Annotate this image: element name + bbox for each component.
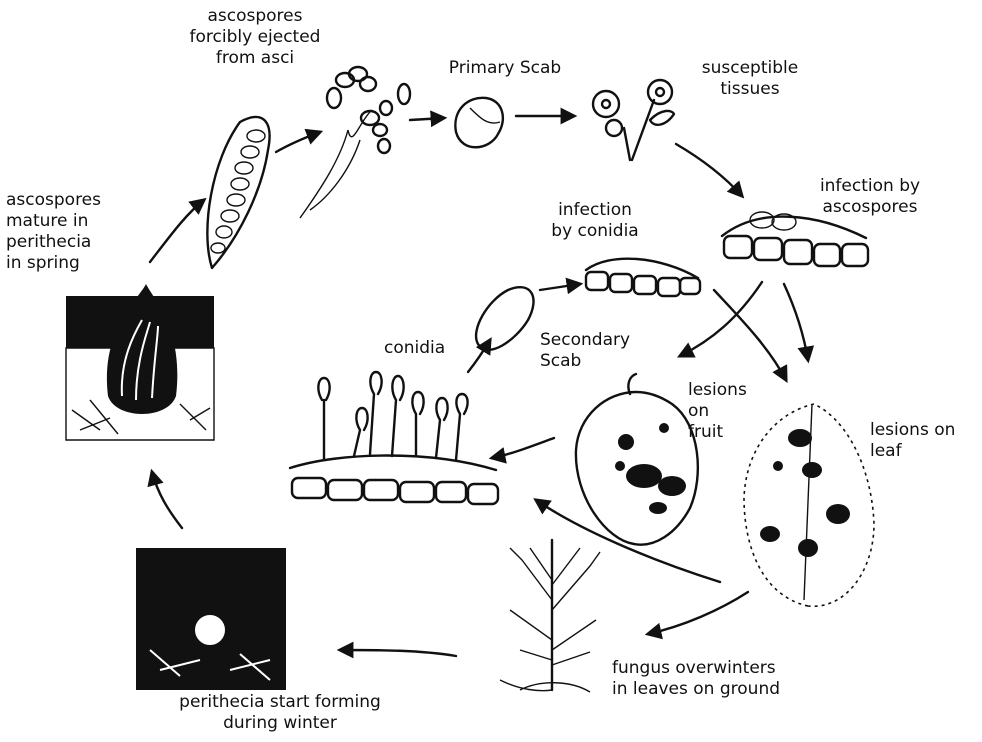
leaf-lesions-illustration (744, 404, 874, 606)
label-perithecia-forming: perithecia start forming during winter (130, 692, 430, 734)
arrow-conidia-infection-to-leaf (714, 290, 786, 380)
label-infection-conidia: infection by conidia (540, 200, 650, 242)
label-susceptible-tissues: susceptible tissues (690, 58, 810, 100)
arrow-ground-to-forming (340, 650, 456, 656)
perithecium-spring-illustration (66, 284, 214, 440)
label-lesions-fruit: lesions on fruit (688, 380, 758, 443)
label-primary-scab: Primary Scab (440, 58, 570, 79)
ejected-ascospores-illustration (300, 67, 410, 218)
perithecium-winter-illustration (136, 548, 286, 690)
label-ascospores-mature: ascospores mature in perithecia in sprin… (6, 190, 136, 274)
infection-conidia-illustration (586, 259, 700, 296)
secondary-scab-conidiophores-illustration (290, 372, 498, 504)
label-infection-ascospores: infection by ascospores (790, 176, 950, 218)
arrow-forming-to-mature (152, 472, 182, 528)
primary-scab-spore-illustration (455, 98, 503, 147)
arrow-leaf-to-ground (648, 592, 748, 634)
conidium-illustration (476, 287, 533, 350)
infection-ascospores-illustration (722, 212, 868, 266)
arrow-fruit-to-secondary (492, 438, 554, 458)
label-overwinters: fungus overwinters in leaves on ground (612, 658, 832, 700)
winter-tree-illustration (500, 540, 600, 692)
label-secondary-scab: Secondary Scab (540, 330, 650, 372)
fruit-lesions-illustration (576, 374, 698, 545)
label-lesions-leaf: lesions on leaf (870, 420, 978, 462)
ascus-illustration (207, 117, 269, 268)
arrow-conidium-to-infection (540, 284, 580, 290)
arrow-ascus-to-ejected (276, 132, 320, 152)
label-ascospores-ejected: ascospores forcibly ejected from asci (180, 6, 330, 69)
susceptible-tissues-illustration (593, 80, 674, 160)
arrow-mature-to-ascus (150, 200, 204, 262)
arrow-infection-to-leaf (784, 284, 808, 360)
arrow-ejected-to-primary (410, 118, 444, 120)
arrow-tissues-to-infection (676, 144, 742, 196)
label-conidia: conidia (384, 338, 464, 359)
